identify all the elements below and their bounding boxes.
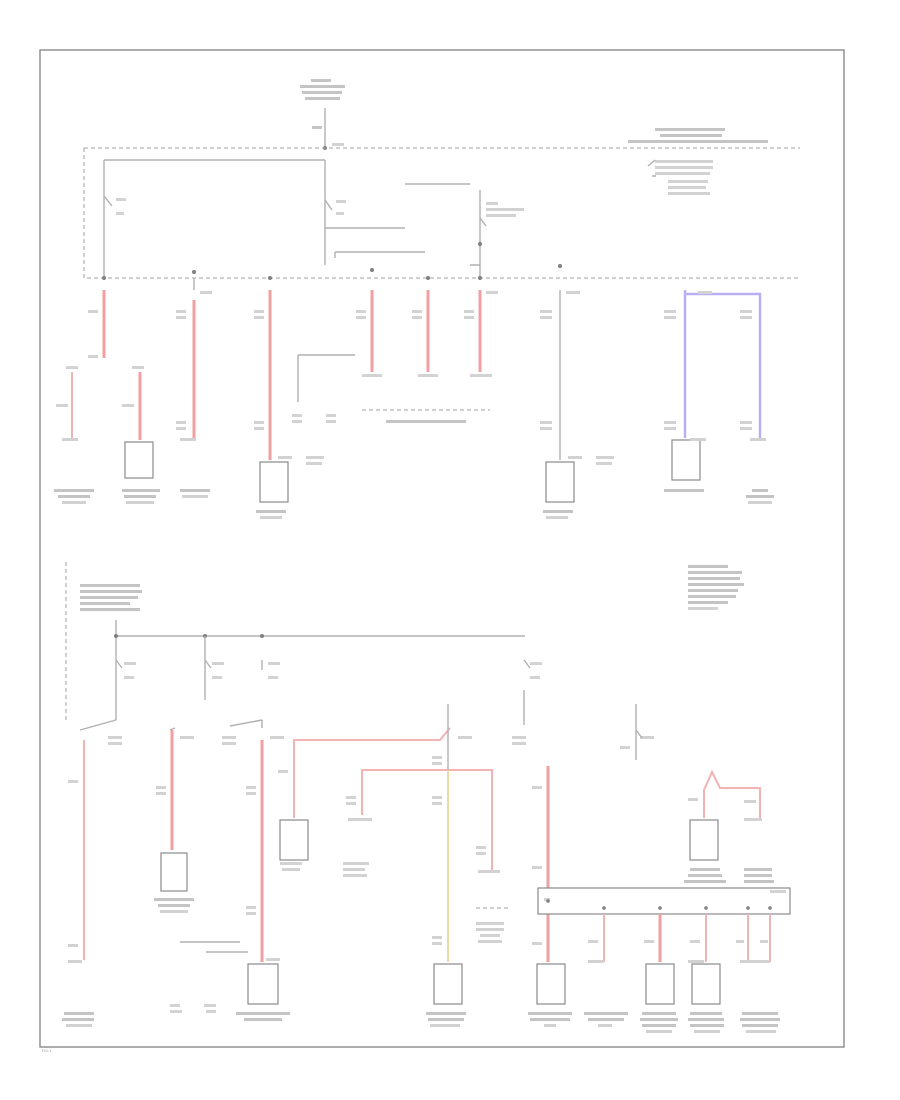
- component-box-b1: [160, 852, 188, 892]
- bottom-connector-links: [79, 719, 263, 731]
- cluster-connector-labels: [292, 374, 492, 423]
- fuse-box-note-arrow: [647, 159, 656, 177]
- component-box-b6: [536, 963, 566, 1005]
- component-box-a3: [545, 461, 575, 503]
- bottom-fuse-labels: [124, 662, 542, 679]
- fuse-box-output-terminals: [102, 264, 562, 280]
- component-box-b3: [247, 963, 279, 1005]
- fuse-box-internal-links: [325, 227, 425, 258]
- circuit-n-wire: [293, 727, 451, 818]
- bottom-bus-splice-c: [260, 634, 264, 638]
- component-box-a1: [124, 441, 154, 479]
- component-box-b5: [689, 819, 719, 861]
- diagram-frame: [39, 49, 845, 1048]
- top-power-source-label: [300, 79, 345, 129]
- component-box-b2: [279, 819, 309, 861]
- fuse-1-switch: [103, 195, 113, 207]
- relay-splice: [478, 242, 482, 246]
- left-short-labels: [56, 366, 196, 441]
- fuse-box-internal-bus: [104, 159, 326, 265]
- component-box-b7: [645, 963, 675, 1005]
- component-box-b8: [691, 963, 721, 1005]
- module-output-labels: [588, 940, 770, 963]
- module-block-labels: [544, 868, 786, 901]
- component-box-b4: [433, 963, 463, 1005]
- bottom-wire-labels: [68, 746, 762, 963]
- fuse-box-outline: [83, 147, 800, 279]
- footer-label: FIG-1: [42, 1049, 52, 1053]
- fuse-box-title: [628, 128, 768, 195]
- bottom-power-source-label: [80, 584, 142, 611]
- bottom-bus-splice-a: [114, 634, 118, 638]
- top-row-box-labels: [278, 438, 766, 465]
- bottom-fuse-switches: [115, 659, 531, 725]
- component-box-a4: [671, 439, 701, 481]
- module-block-outputs: [546, 899, 772, 910]
- top-row-wire-labels: [88, 291, 752, 430]
- circuit-o-wire: [361, 769, 493, 870]
- right-note-block: [688, 565, 744, 610]
- relay-switch: [479, 217, 487, 227]
- cluster-bracket: [297, 354, 355, 402]
- bottom-box-labels: [266, 862, 504, 961]
- module-block: [537, 887, 791, 915]
- relay-wires: [405, 183, 481, 278]
- bottom-main-bus: [115, 620, 525, 720]
- fuse-2-switch: [324, 199, 333, 211]
- bottom-row-captions: [62, 898, 780, 1033]
- relay-label: [486, 202, 524, 217]
- top-row-captions: [54, 489, 774, 519]
- component-box-a2: [259, 461, 289, 503]
- circuit-r-wire: [703, 769, 761, 818]
- cluster-bracket-bottom: [180, 941, 248, 953]
- circuit-s-switch: [635, 729, 643, 739]
- bottom-connector-labels: [108, 736, 654, 745]
